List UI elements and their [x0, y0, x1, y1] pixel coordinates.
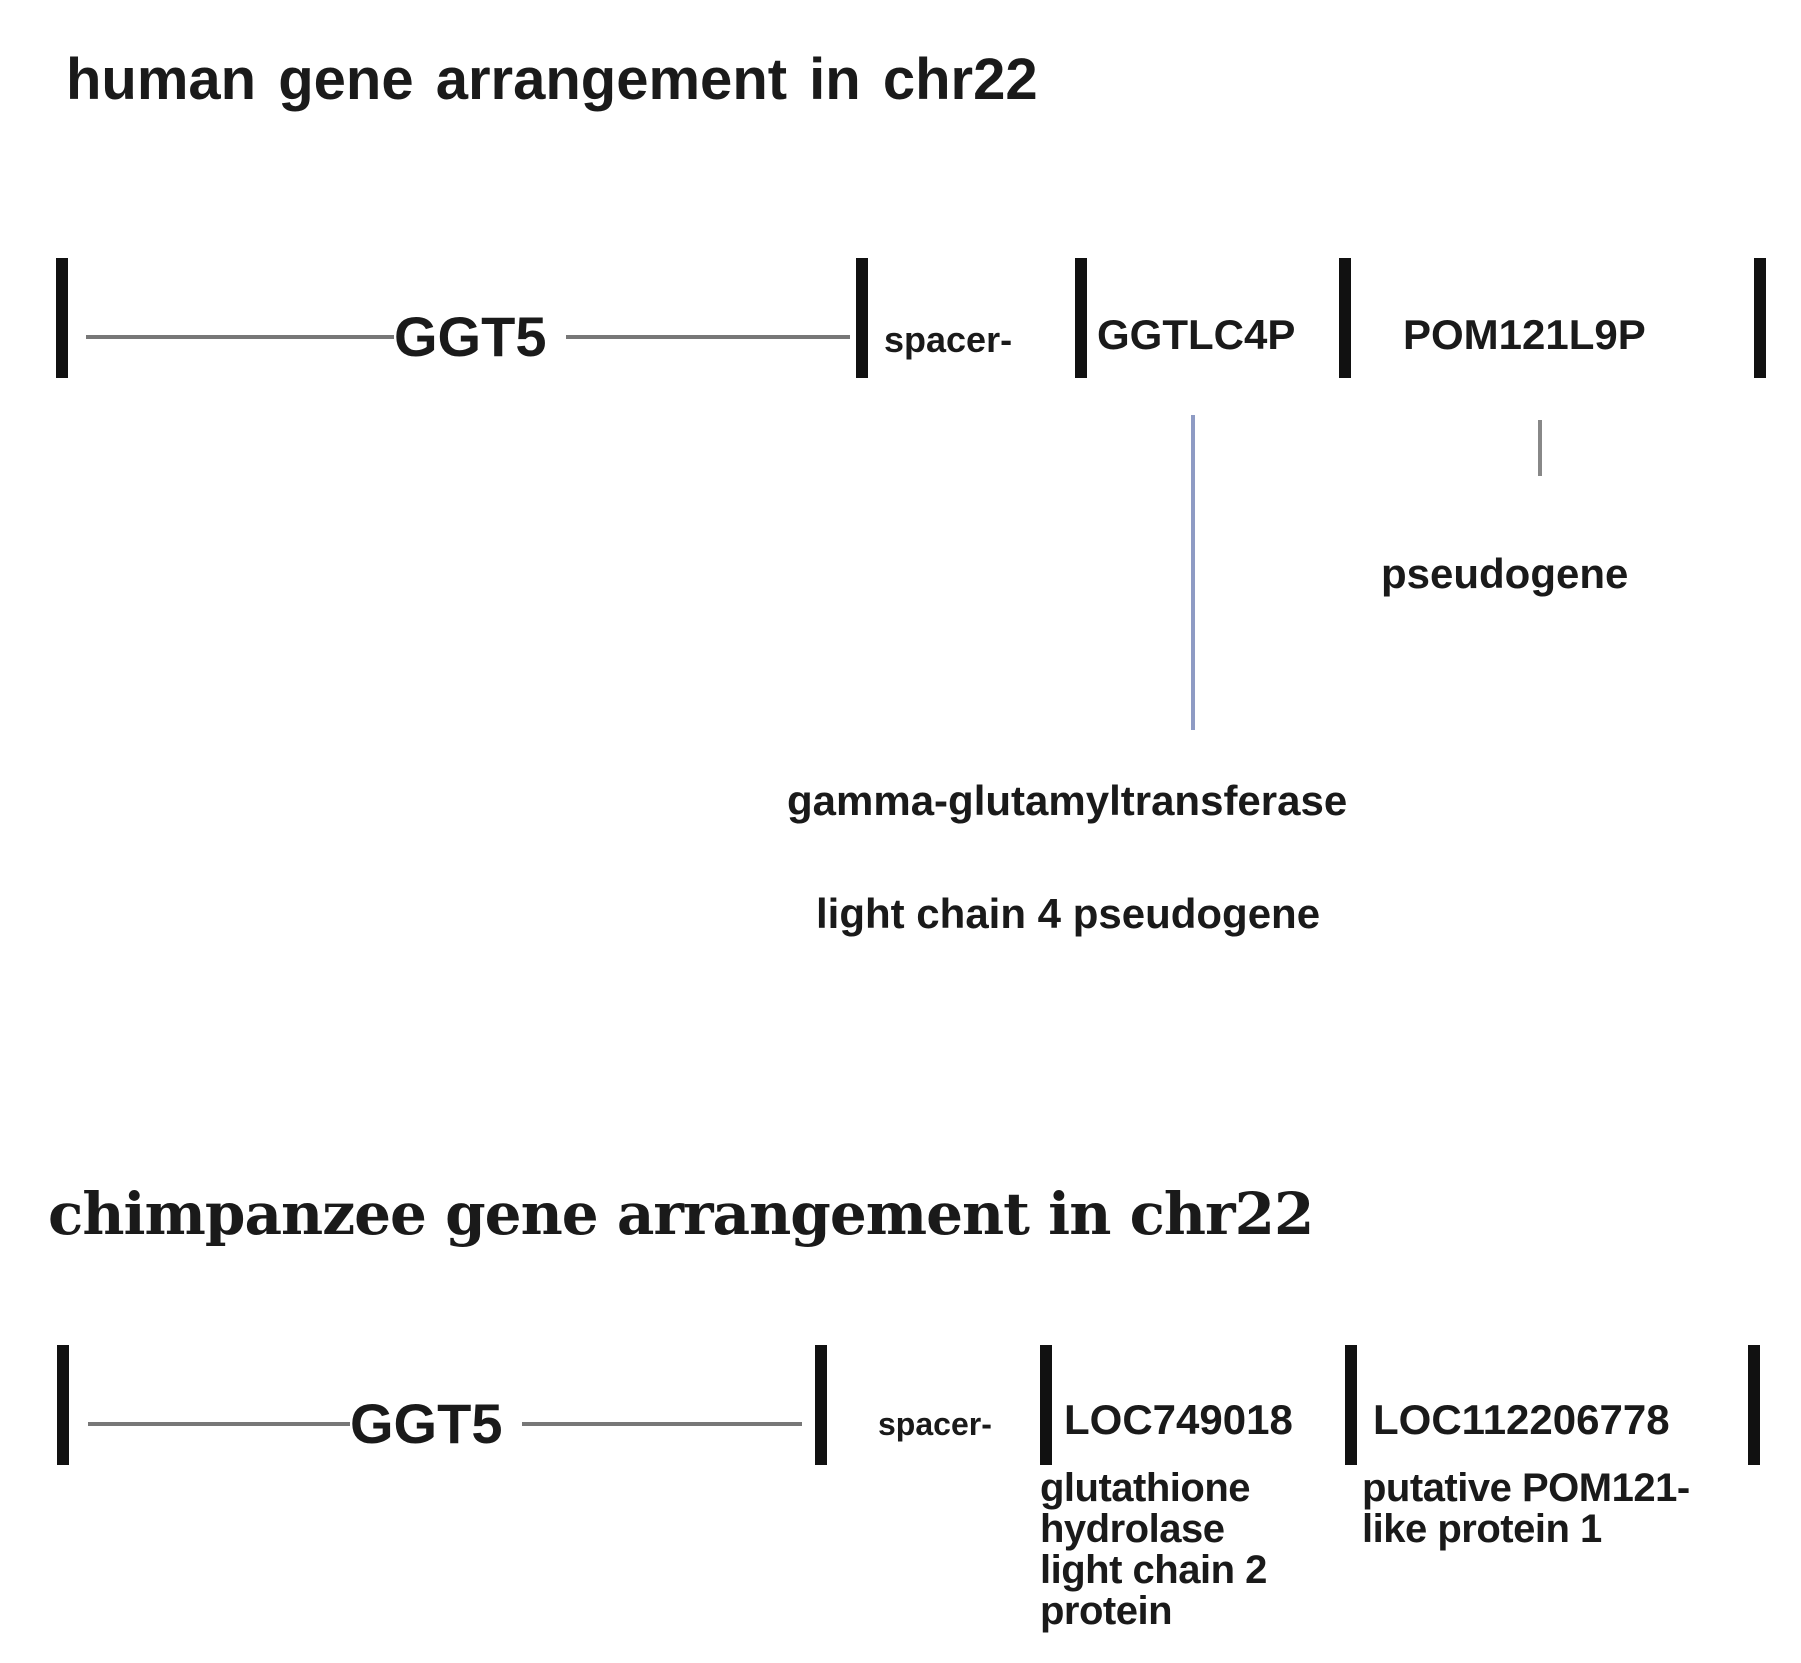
chimp-ggt5-line-right — [522, 1422, 802, 1426]
chimp-boundary-bar-1 — [57, 1345, 69, 1465]
chimp-loc749018-desc-line: glutathione — [1040, 1466, 1251, 1510]
chimp-ggt5-line-left — [88, 1422, 350, 1426]
human-spacer-label: spacer- — [884, 319, 1013, 360]
human-ggtlc4p-label: GGTLC4P — [1097, 311, 1296, 358]
human-pom121l9p-label: POM121L9P — [1403, 311, 1646, 358]
chimp-boundary-bar-4 — [1345, 1345, 1357, 1465]
human-ggtlc4p-connector — [1191, 415, 1195, 730]
human-ggt5-line-right — [566, 335, 850, 339]
chimp-boundary-bar-5 — [1748, 1345, 1760, 1465]
chimp-loc749018-label: LOC749018 — [1064, 1396, 1293, 1443]
human-boundary-bar-1 — [56, 258, 68, 378]
human-ggt5-line-left — [86, 335, 394, 339]
human-ggtlc4p-description-line2: light chain 4 pseudogene — [816, 890, 1321, 937]
chimp-loc749018-desc-line: light chain 2 — [1040, 1548, 1267, 1592]
human-pom121l9p-description: pseudogene — [1381, 550, 1629, 597]
chimp-loc112206778-description: putative POM121- like protein 1 — [1362, 1468, 1690, 1550]
chimp-loc749018-description: glutathione hydrolase light chain 2 prot… — [1040, 1468, 1267, 1632]
human-boundary-bar-3 — [1075, 258, 1087, 378]
human-pom121l9p-connector — [1538, 420, 1542, 476]
human-ggt5-label: GGT5 — [394, 305, 547, 368]
human-boundary-bar-4 — [1339, 258, 1351, 378]
chimp-ggt5-label: GGT5 — [350, 1392, 503, 1455]
chimpanzee-section-title: chimpanzee gene arrangement in chr22 — [48, 1180, 1314, 1248]
chimp-loc749018-desc-line: protein — [1040, 1589, 1173, 1633]
chimp-loc112206778-label: LOC112206778 — [1373, 1396, 1670, 1443]
chimp-spacer-label: spacer- — [878, 1406, 992, 1442]
chimp-boundary-bar-2 — [815, 1345, 827, 1465]
human-boundary-bar-2 — [856, 258, 868, 378]
chimp-loc112206778-desc-line: like protein 1 — [1362, 1507, 1602, 1551]
chimp-loc749018-desc-line: hydrolase — [1040, 1507, 1225, 1551]
human-section-title: human gene arrangement in chr22 — [66, 47, 1038, 112]
human-ggtlc4p-description-line1: gamma-glutamyltransferase — [787, 777, 1348, 824]
human-boundary-bar-5 — [1754, 258, 1766, 378]
chimp-boundary-bar-3 — [1040, 1345, 1052, 1465]
chimp-loc112206778-desc-line: putative POM121- — [1362, 1466, 1690, 1510]
